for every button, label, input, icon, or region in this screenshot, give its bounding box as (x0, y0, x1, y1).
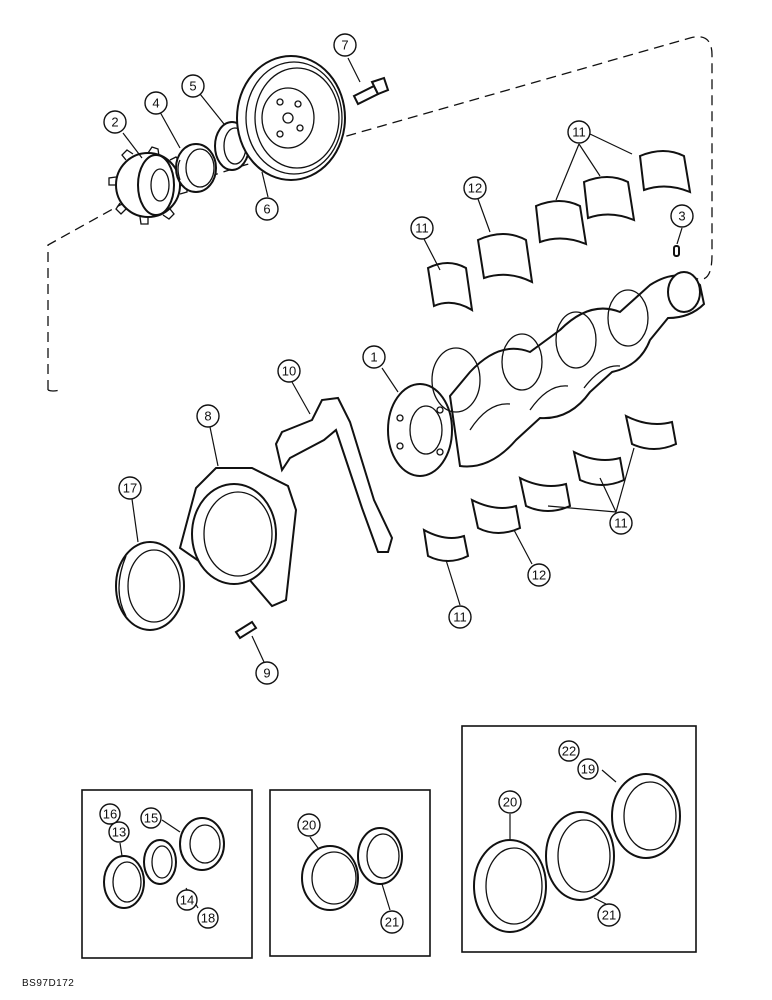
callout-16: 16 (99, 803, 121, 825)
svg-text:19: 19 (581, 762, 595, 777)
callout-22: 22 (558, 740, 580, 762)
svg-text:3: 3 (678, 209, 685, 224)
rear-cover-gasket (274, 396, 394, 553)
svg-text:20: 20 (302, 818, 316, 833)
callout-11-bottom: 11 (448, 605, 472, 629)
svg-text:14: 14 (180, 893, 194, 908)
svg-text:11: 11 (453, 610, 467, 625)
callout-9: 9 (255, 661, 279, 685)
dowel-pin (673, 245, 680, 257)
callout-15: 15 (140, 807, 162, 829)
svg-text:11: 11 (415, 221, 429, 236)
callout-13: 13 (108, 821, 130, 843)
document-id: BS97D172 (22, 978, 75, 989)
svg-text:22: 22 (562, 744, 576, 759)
crankshaft-gear (108, 146, 188, 225)
callout-14: 14 (176, 889, 198, 911)
svg-text:1: 1 (370, 350, 377, 365)
callout-20-box2: 20 (297, 813, 321, 837)
crankshaft (387, 271, 706, 477)
svg-text:17: 17 (123, 481, 137, 496)
rear-seal-housing (178, 467, 298, 608)
svg-text:2: 2 (111, 115, 118, 130)
callout-20-box3: 20 (498, 790, 522, 814)
callout-10: 10 (277, 359, 301, 383)
callout-21-box3: 21 (597, 903, 621, 927)
callout-2: 2 (103, 110, 127, 134)
kit-box-2 (269, 789, 431, 957)
group-outline-dashed-bottom (47, 389, 61, 392)
svg-text:4: 4 (152, 96, 159, 111)
svg-text:11: 11 (572, 125, 586, 140)
callout-8: 8 (196, 404, 220, 428)
pulley-bolt (352, 76, 390, 106)
callout-12-top: 12 (463, 176, 487, 200)
rear-oil-seal (115, 541, 185, 631)
svg-text:12: 12 (532, 568, 546, 583)
svg-text:8: 8 (204, 409, 211, 424)
front-wear-ring (175, 143, 217, 193)
upper-bearing-shells (426, 150, 692, 312)
svg-text:9: 9 (263, 666, 270, 681)
svg-text:18: 18 (201, 911, 215, 926)
svg-text:15: 15 (144, 811, 158, 826)
callout-11-top: 11 (567, 120, 591, 144)
group-outline-dashed (47, 36, 713, 390)
box3-parts (473, 773, 681, 933)
svg-text:16: 16 (103, 807, 117, 822)
callout-11-right: 11 (609, 511, 633, 535)
svg-text:10: 10 (282, 364, 296, 379)
callout-21-box2: 21 (380, 910, 404, 934)
housing-bolt (234, 620, 258, 640)
callout-7: 7 (333, 33, 357, 57)
crankshaft-pulley (236, 55, 346, 181)
svg-text:21: 21 (385, 915, 399, 930)
svg-text:20: 20 (503, 795, 517, 810)
callout-18: 18 (197, 907, 219, 929)
lower-bearing-shells (422, 414, 678, 562)
svg-text:21: 21 (602, 908, 616, 923)
svg-text:6: 6 (263, 202, 270, 217)
callout-5: 5 (181, 74, 205, 98)
callout-12-bottom: 12 (527, 563, 551, 587)
svg-text:11: 11 (614, 516, 628, 531)
svg-text:12: 12 (468, 181, 482, 196)
callout-19: 19 (577, 758, 599, 780)
box1-parts (103, 817, 225, 909)
svg-text:7: 7 (341, 38, 348, 53)
svg-text:5: 5 (189, 79, 196, 94)
kit-box-1 (81, 789, 253, 959)
callout-1: 1 (362, 345, 386, 369)
callout-4: 4 (144, 91, 168, 115)
svg-text:13: 13 (112, 825, 126, 840)
kit-box-3 (461, 725, 697, 953)
callout-3: 3 (670, 204, 694, 228)
box2-parts (301, 827, 403, 911)
callout-11-left: 11 (410, 216, 434, 240)
callout-17: 17 (118, 476, 142, 500)
callout-6: 6 (255, 197, 279, 221)
